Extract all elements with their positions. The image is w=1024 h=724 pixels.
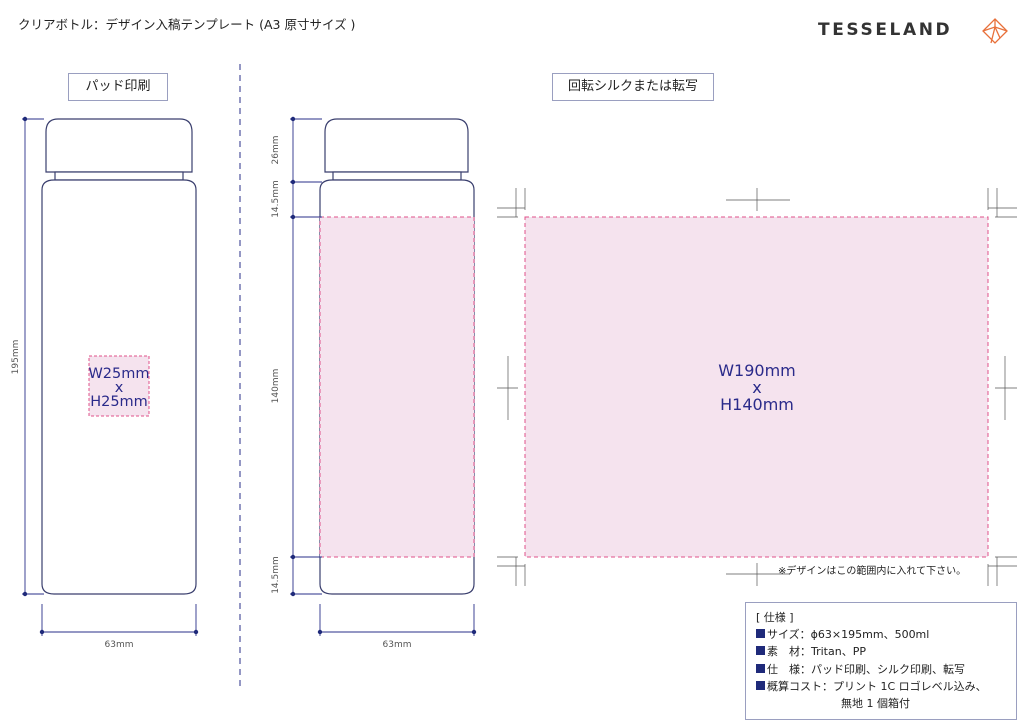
pad-width-dim: 63mm	[104, 640, 134, 650]
silk-print-area	[524, 216, 989, 558]
spec-row-cost: 概算コスト：プリント 1C ロゴレベル込み、	[756, 678, 1006, 695]
spec-row-method: 仕 様：パッド印刷、シルク印刷、転写	[756, 661, 1006, 678]
silk-print-x: x	[752, 378, 762, 397]
bullet-square-icon	[756, 629, 765, 639]
pad-print-x: x	[114, 380, 124, 396]
silk-width-dim: 63mm	[382, 640, 412, 650]
page-title: クリアボトル：デザイン入稿テンプレート (A3 原寸サイズ )	[18, 17, 356, 32]
design-area-note: ※デザインはこの範囲内に入れて下さい。	[778, 566, 967, 577]
diamond-logo-icon	[982, 18, 1008, 44]
pad-print-dimensions: W25mm x H25mm	[84, 366, 154, 410]
pad-height-dim: 195mm	[11, 339, 21, 375]
silk-print-dimensions: W190mm x H140mm	[697, 362, 817, 413]
pad-print-area	[88, 355, 150, 417]
silk-dimension-dots	[290, 116, 477, 635]
bullet-square-icon	[756, 680, 765, 690]
pad-print-label: パッド印刷	[68, 73, 168, 101]
spec-row-size: サイズ：ϕ63×195mm、500ml	[756, 626, 1006, 643]
spec-heading: [ 仕様 ]	[756, 611, 794, 624]
print-height-dim: 140mm	[271, 368, 281, 404]
pad-print-width: W25mm	[88, 366, 150, 382]
silk-print-label: 回転シルクまたは転写	[552, 73, 714, 101]
pad-dimension-dots	[22, 116, 199, 635]
spec-box: [ 仕様 ] サイズ：ϕ63×195mm、500ml 素 材：Tritan、PP…	[745, 602, 1017, 720]
silk-print-height: H140mm	[720, 395, 794, 414]
spec-row-material: 素 材：Tritan、PP	[756, 643, 1006, 660]
brand-name: TESSELAND	[818, 20, 953, 40]
silk-print-width: W190mm	[718, 361, 796, 380]
spec-row-cost-cont: 無地 1 個箱付	[841, 697, 910, 711]
bullet-square-icon	[756, 646, 765, 656]
bullet-square-icon	[756, 663, 765, 673]
silk-bottle-print-band	[319, 216, 475, 558]
crop-marks	[497, 188, 1017, 586]
top-margin-dim: 14.5mm	[271, 180, 281, 218]
bottom-margin-dim: 14.5mm	[271, 556, 281, 594]
pad-print-height: H25mm	[90, 394, 148, 410]
